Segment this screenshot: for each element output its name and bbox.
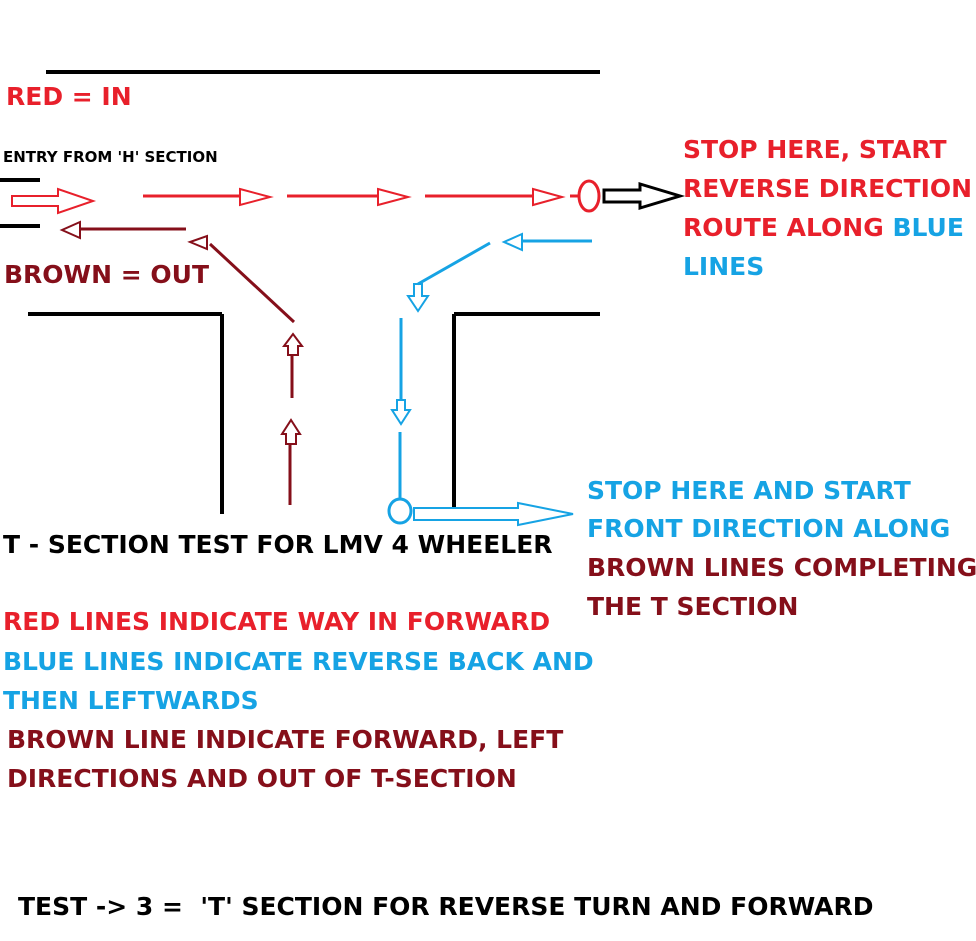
red-arrowhead-3 xyxy=(532,187,566,207)
red-entry-arrow xyxy=(11,187,97,215)
blue-reverse-path xyxy=(387,232,592,527)
note-brown-line-1: BROWN LINE INDICATE FORWARD, LEFT xyxy=(7,725,564,754)
blue-arrowhead-down-2 xyxy=(390,399,412,426)
note-blue-line-1: BLUE LINES INDICATE REVERSE BACK AND xyxy=(3,647,594,676)
blue-stop-circle xyxy=(387,497,413,525)
blue-forward-arrow xyxy=(413,501,574,527)
brown-out-path xyxy=(59,220,304,505)
brown-arrowhead-left-1 xyxy=(187,234,208,251)
blue-arrowhead-down-1 xyxy=(406,283,430,313)
footer-test-label: TEST -> 3 = 'T' SECTION FOR REVERSE TURN… xyxy=(18,892,874,921)
red-arrowhead-1 xyxy=(239,187,274,207)
red-forward-path xyxy=(11,179,601,215)
stop-top-line-4: LINES xyxy=(683,252,765,281)
stop-top-line-3-red: ROUTE ALONG xyxy=(683,213,884,242)
stop-top-line-3-blue: BLUE xyxy=(892,213,964,242)
red-stop-circle xyxy=(577,179,601,213)
stop-bottom-line-4: THE T SECTION xyxy=(587,592,799,621)
note-blue-line-2: THEN LEFTWARDS xyxy=(3,686,259,715)
note-red: RED LINES INDICATE WAY IN FORWARD xyxy=(3,607,551,636)
black-continue-arrow xyxy=(602,181,686,211)
red-arrowhead-2 xyxy=(377,187,412,207)
legend-brown-out: BROWN = OUT xyxy=(4,260,210,289)
stop-bottom-line-1: STOP HERE AND START xyxy=(587,476,911,505)
blue-diagonal-segment xyxy=(417,241,491,286)
blue-arrowhead-left xyxy=(501,232,523,252)
stop-top-line-2: REVERSE DIRECTION xyxy=(683,174,973,203)
brown-arrowhead-up-1 xyxy=(280,418,302,445)
diagram-title: T - SECTION TEST FOR LMV 4 WHEELER xyxy=(3,530,553,559)
brown-exit-arrowhead xyxy=(59,220,81,240)
stop-bottom-line-2: FRONT DIRECTION ALONG xyxy=(587,514,951,543)
brown-arrowhead-up-2 xyxy=(282,332,304,356)
entry-label: ENTRY FROM 'H' SECTION xyxy=(3,148,218,166)
stop-top-line-3: ROUTE ALONG BLUE xyxy=(683,215,964,240)
stop-bottom-line-3: BROWN LINES COMPLETING xyxy=(587,553,976,582)
legend-red-in: RED = IN xyxy=(6,82,132,111)
note-brown-line-2: DIRECTIONS AND OUT OF T-SECTION xyxy=(7,764,517,793)
brown-diagonal-segment xyxy=(208,242,296,324)
road-edges xyxy=(0,70,600,514)
stop-top-line-1: STOP HERE, START xyxy=(683,135,947,164)
